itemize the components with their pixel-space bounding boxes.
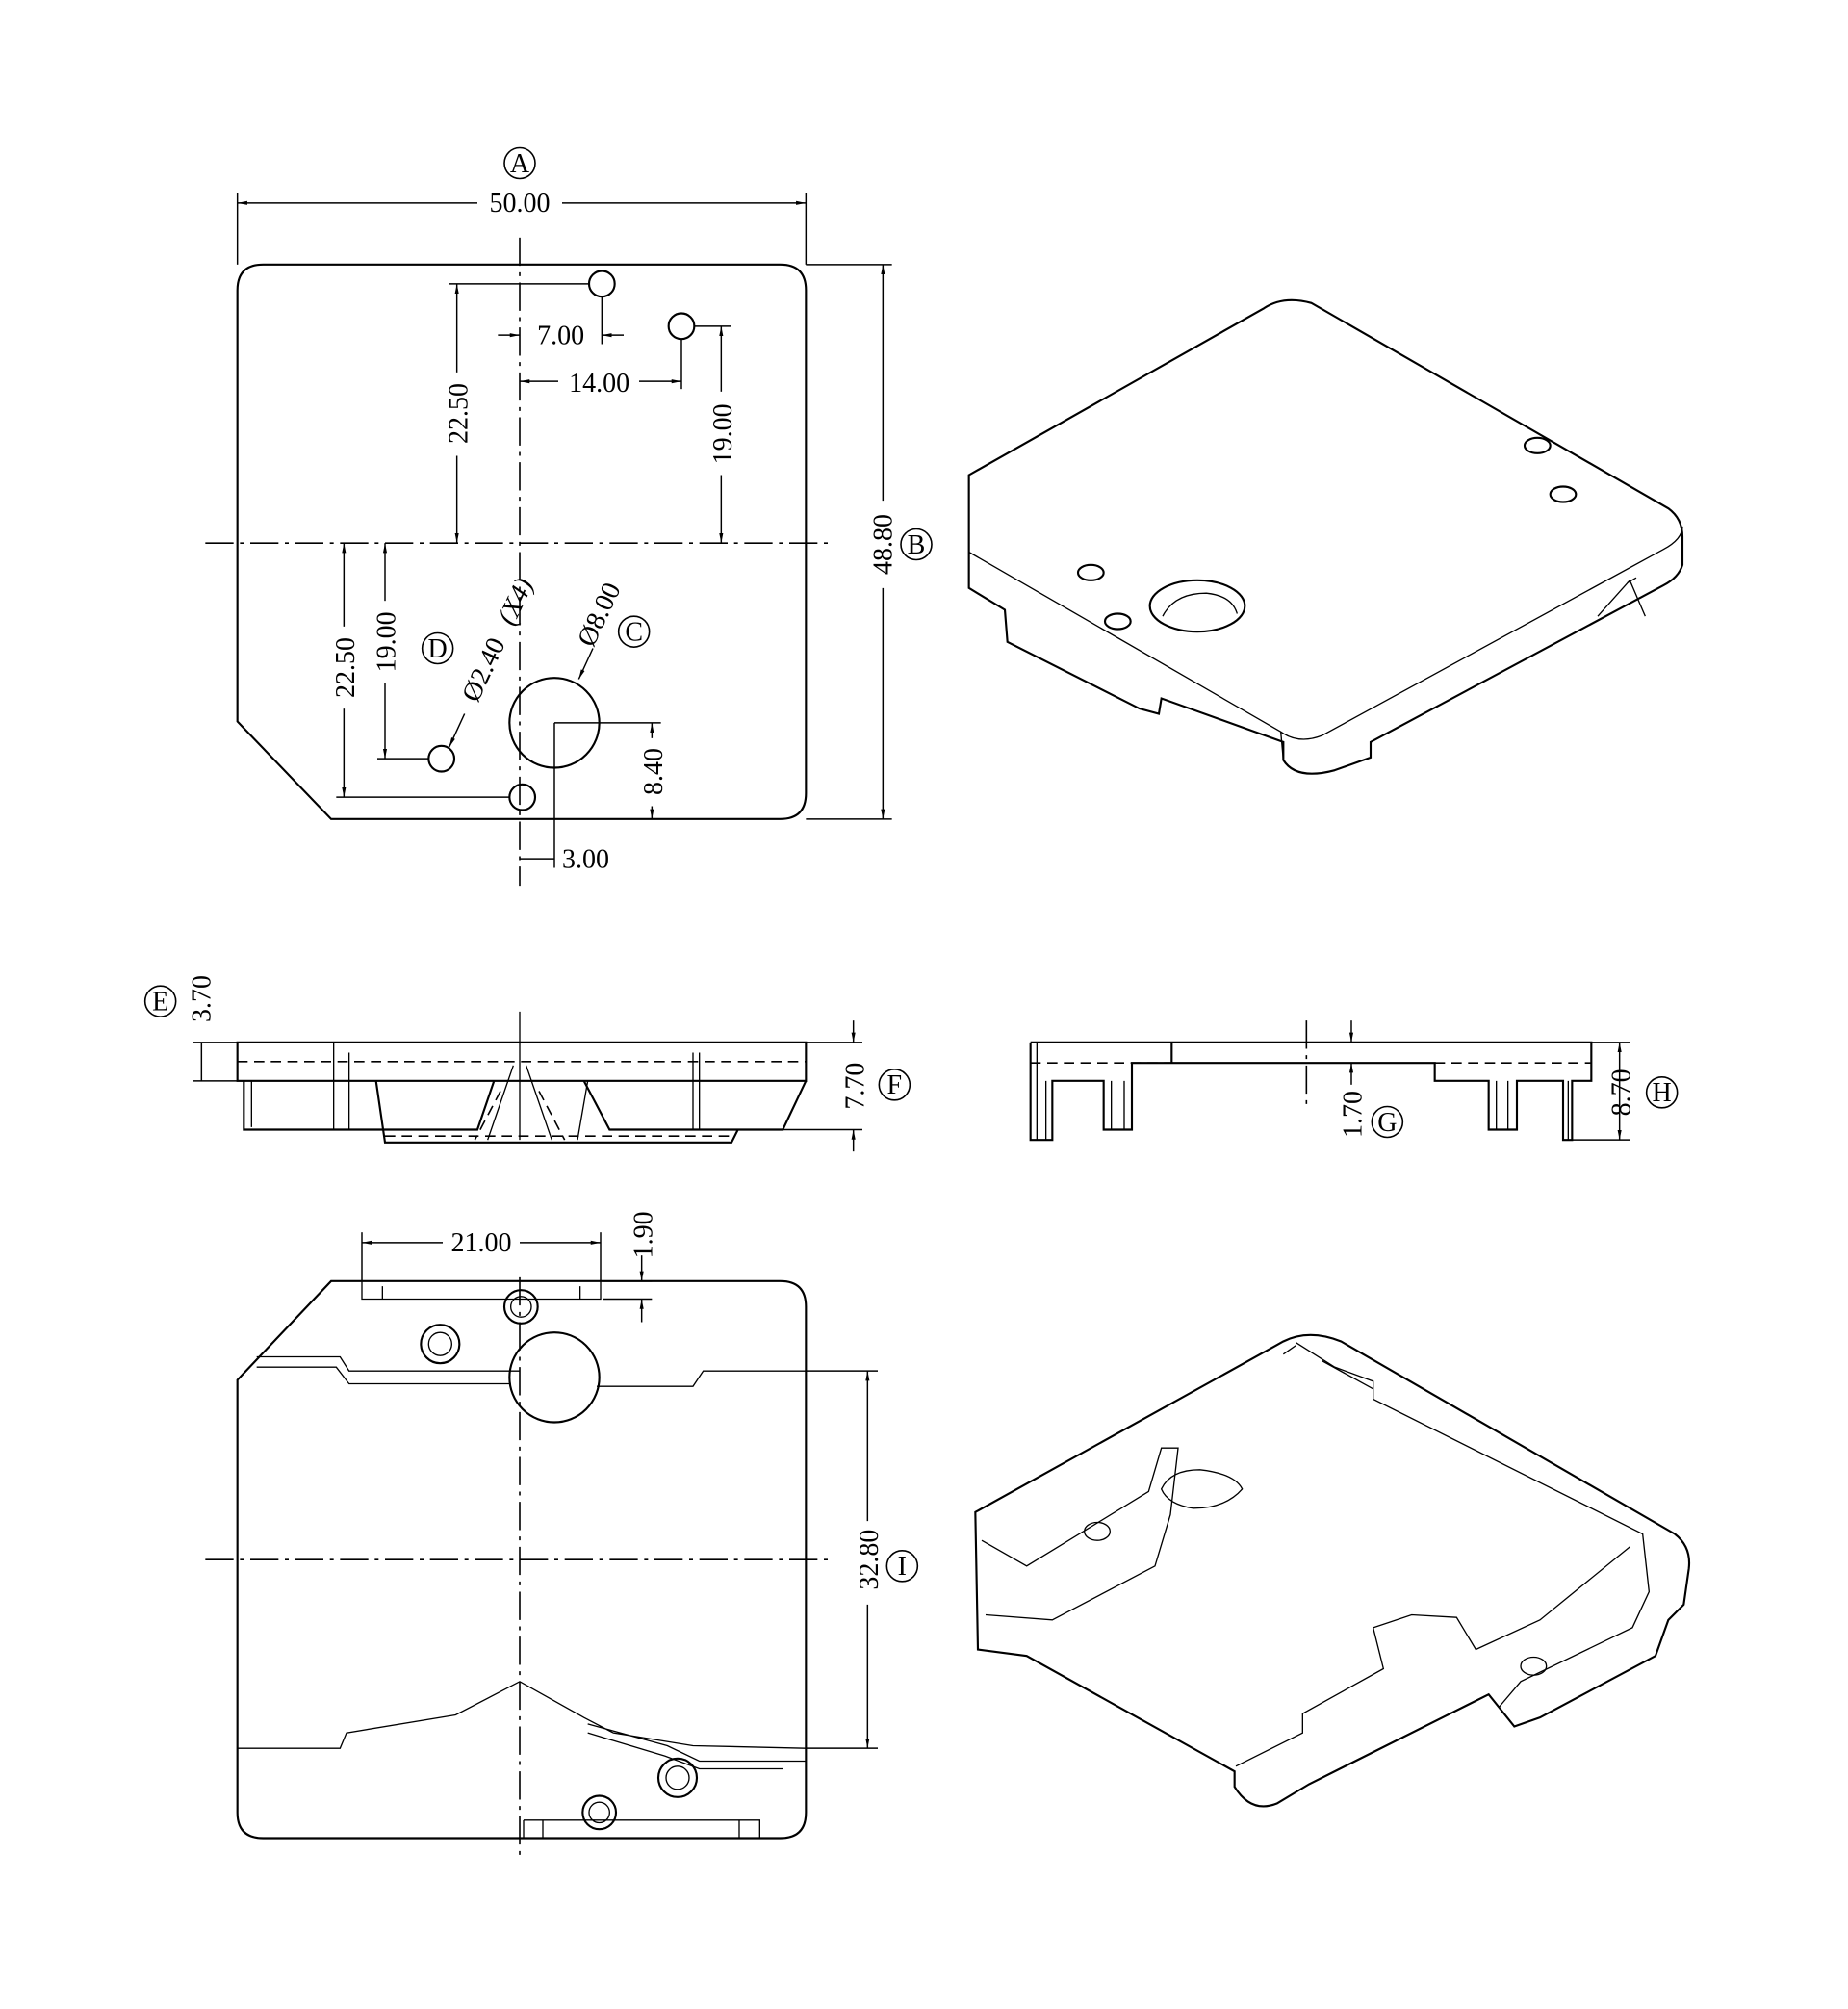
dim-hole-count: (X4) (492, 574, 539, 630)
dim-wall: 1.70 (1339, 1091, 1369, 1138)
mount-hole (427, 744, 456, 773)
callout-c: C (625, 618, 643, 648)
isometric-bottom-view (974, 1333, 1691, 1808)
dim-height: 48.80 (869, 514, 899, 575)
callout-g: G (1377, 1108, 1397, 1138)
callout-b: B (908, 530, 926, 560)
dim-hole-dy-dn1: 22.50 (331, 637, 361, 698)
callout-a: A (510, 149, 530, 179)
isometric-top-view (967, 298, 1684, 775)
dim-hole-dy-up2: 19.00 (708, 403, 738, 464)
dim-bore-dia: Ø8.00 (572, 579, 627, 652)
side-view-left: 3.70 E 7.70 F (143, 975, 911, 1152)
dim-slot-depth: 1.90 (629, 1211, 658, 1258)
dim-hole-dy-dn2: 19.00 (372, 611, 402, 672)
callout-h: H (1653, 1078, 1672, 1108)
mount-hole (508, 783, 537, 811)
mount-hole (587, 270, 616, 298)
mount-hole (667, 312, 696, 341)
dim-hole-dy-up1: 22.50 (444, 383, 474, 444)
top-view-outline (236, 263, 808, 820)
dim-hole-dx2: 14.00 (569, 369, 629, 399)
side-view-right: 1.70 G 8.70 H (1029, 1020, 1679, 1142)
dim-slot-width: 21.00 (451, 1228, 512, 1258)
callout-e: E (152, 988, 168, 1017)
dim-total-right: 8.70 (1606, 1069, 1636, 1116)
top-view: 50.00 A 48.80 B 7.00 14.00 22.50 19.00 (205, 146, 933, 887)
dim-bore-dy: 8.40 (639, 748, 669, 795)
callout-f: F (887, 1070, 903, 1100)
bottom-view: 21.00 1.90 32.80 I (205, 1211, 919, 1862)
dim-inner-height: 32.80 (855, 1530, 885, 1590)
dim-bore-dx: 3.00 (562, 845, 609, 875)
bore-hole (508, 1331, 601, 1424)
dim-hole-dia: Ø2.40 (456, 633, 511, 707)
dim-hole-dx1: 7.00 (537, 322, 584, 351)
dim-width: 50.00 (490, 189, 551, 219)
dim-flange: 3.70 (188, 975, 218, 1022)
dim-total-left: 7.70 (840, 1063, 870, 1110)
callout-i: I (898, 1552, 907, 1582)
callout-d: D (428, 634, 448, 664)
